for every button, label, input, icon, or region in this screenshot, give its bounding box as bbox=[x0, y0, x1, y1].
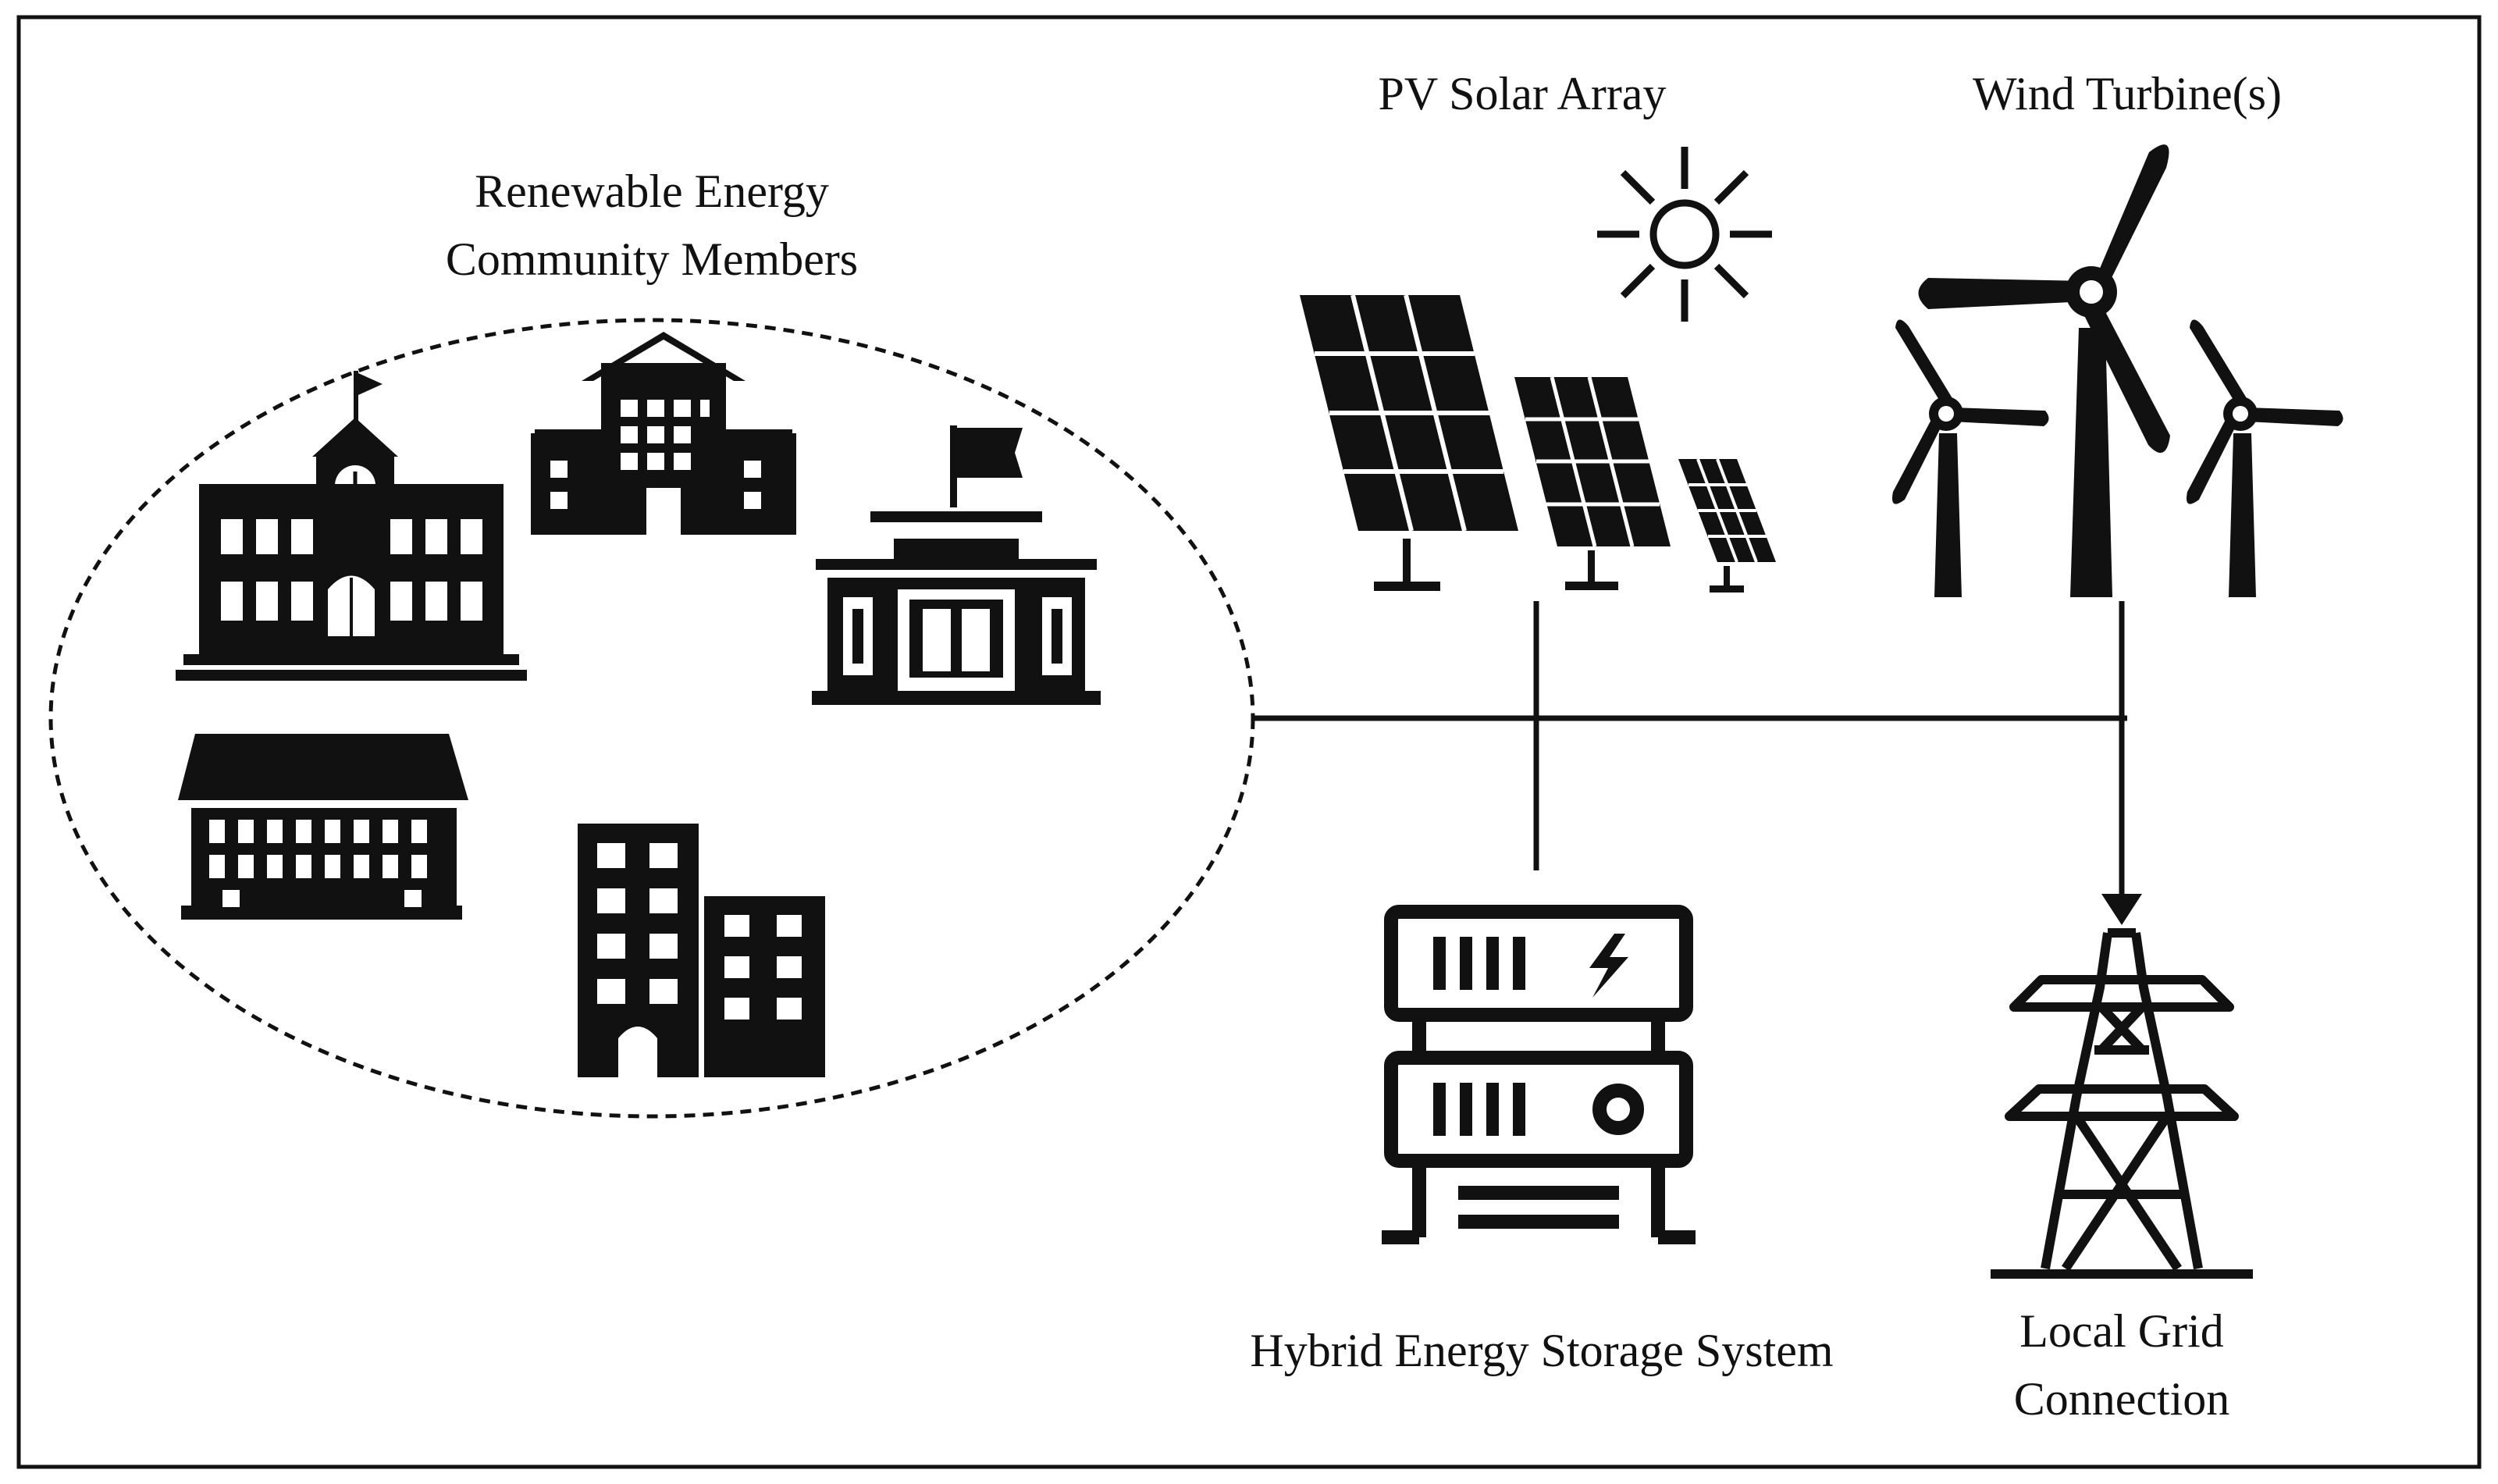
grid-label-line1: Local Grid bbox=[2019, 1305, 2224, 1357]
wind-turbine-left-icon bbox=[1892, 319, 2049, 597]
grid-label-line2: Connection bbox=[2014, 1373, 2230, 1425]
wind-turbine-right-icon bbox=[2187, 319, 2343, 597]
school-building-icon bbox=[531, 332, 796, 535]
energy-storage-icon bbox=[1382, 905, 1696, 1244]
wind-turbine-large-icon bbox=[1918, 144, 2170, 597]
wind-label: Wind Turbine(s) bbox=[1973, 68, 2282, 119]
solar-panel-small-icon bbox=[1678, 458, 1776, 593]
power-bus-lines bbox=[1253, 601, 2127, 898]
office-tower-icon bbox=[578, 824, 825, 1077]
solar-panel-medium-icon bbox=[1514, 376, 1671, 590]
transmission-tower-icon bbox=[1991, 928, 2253, 1279]
pv-label: PV Solar Array bbox=[1379, 68, 1667, 119]
public-building-icon bbox=[812, 425, 1101, 705]
battery-bars-icon bbox=[1433, 937, 1525, 1136]
house-building-icon bbox=[178, 734, 468, 920]
community-label-line1: Renewable Energy bbox=[475, 165, 829, 217]
sun-icon bbox=[1597, 147, 1772, 322]
lightning-bolt-icon bbox=[1589, 934, 1628, 998]
community-label-line2: Community Members bbox=[446, 233, 858, 285]
grid-arrow-head bbox=[2101, 894, 2142, 925]
solar-panel-large-icon bbox=[1300, 294, 1518, 591]
storage-label: Hybrid Energy Storage System bbox=[1250, 1325, 1833, 1376]
town-hall-icon bbox=[176, 371, 527, 681]
